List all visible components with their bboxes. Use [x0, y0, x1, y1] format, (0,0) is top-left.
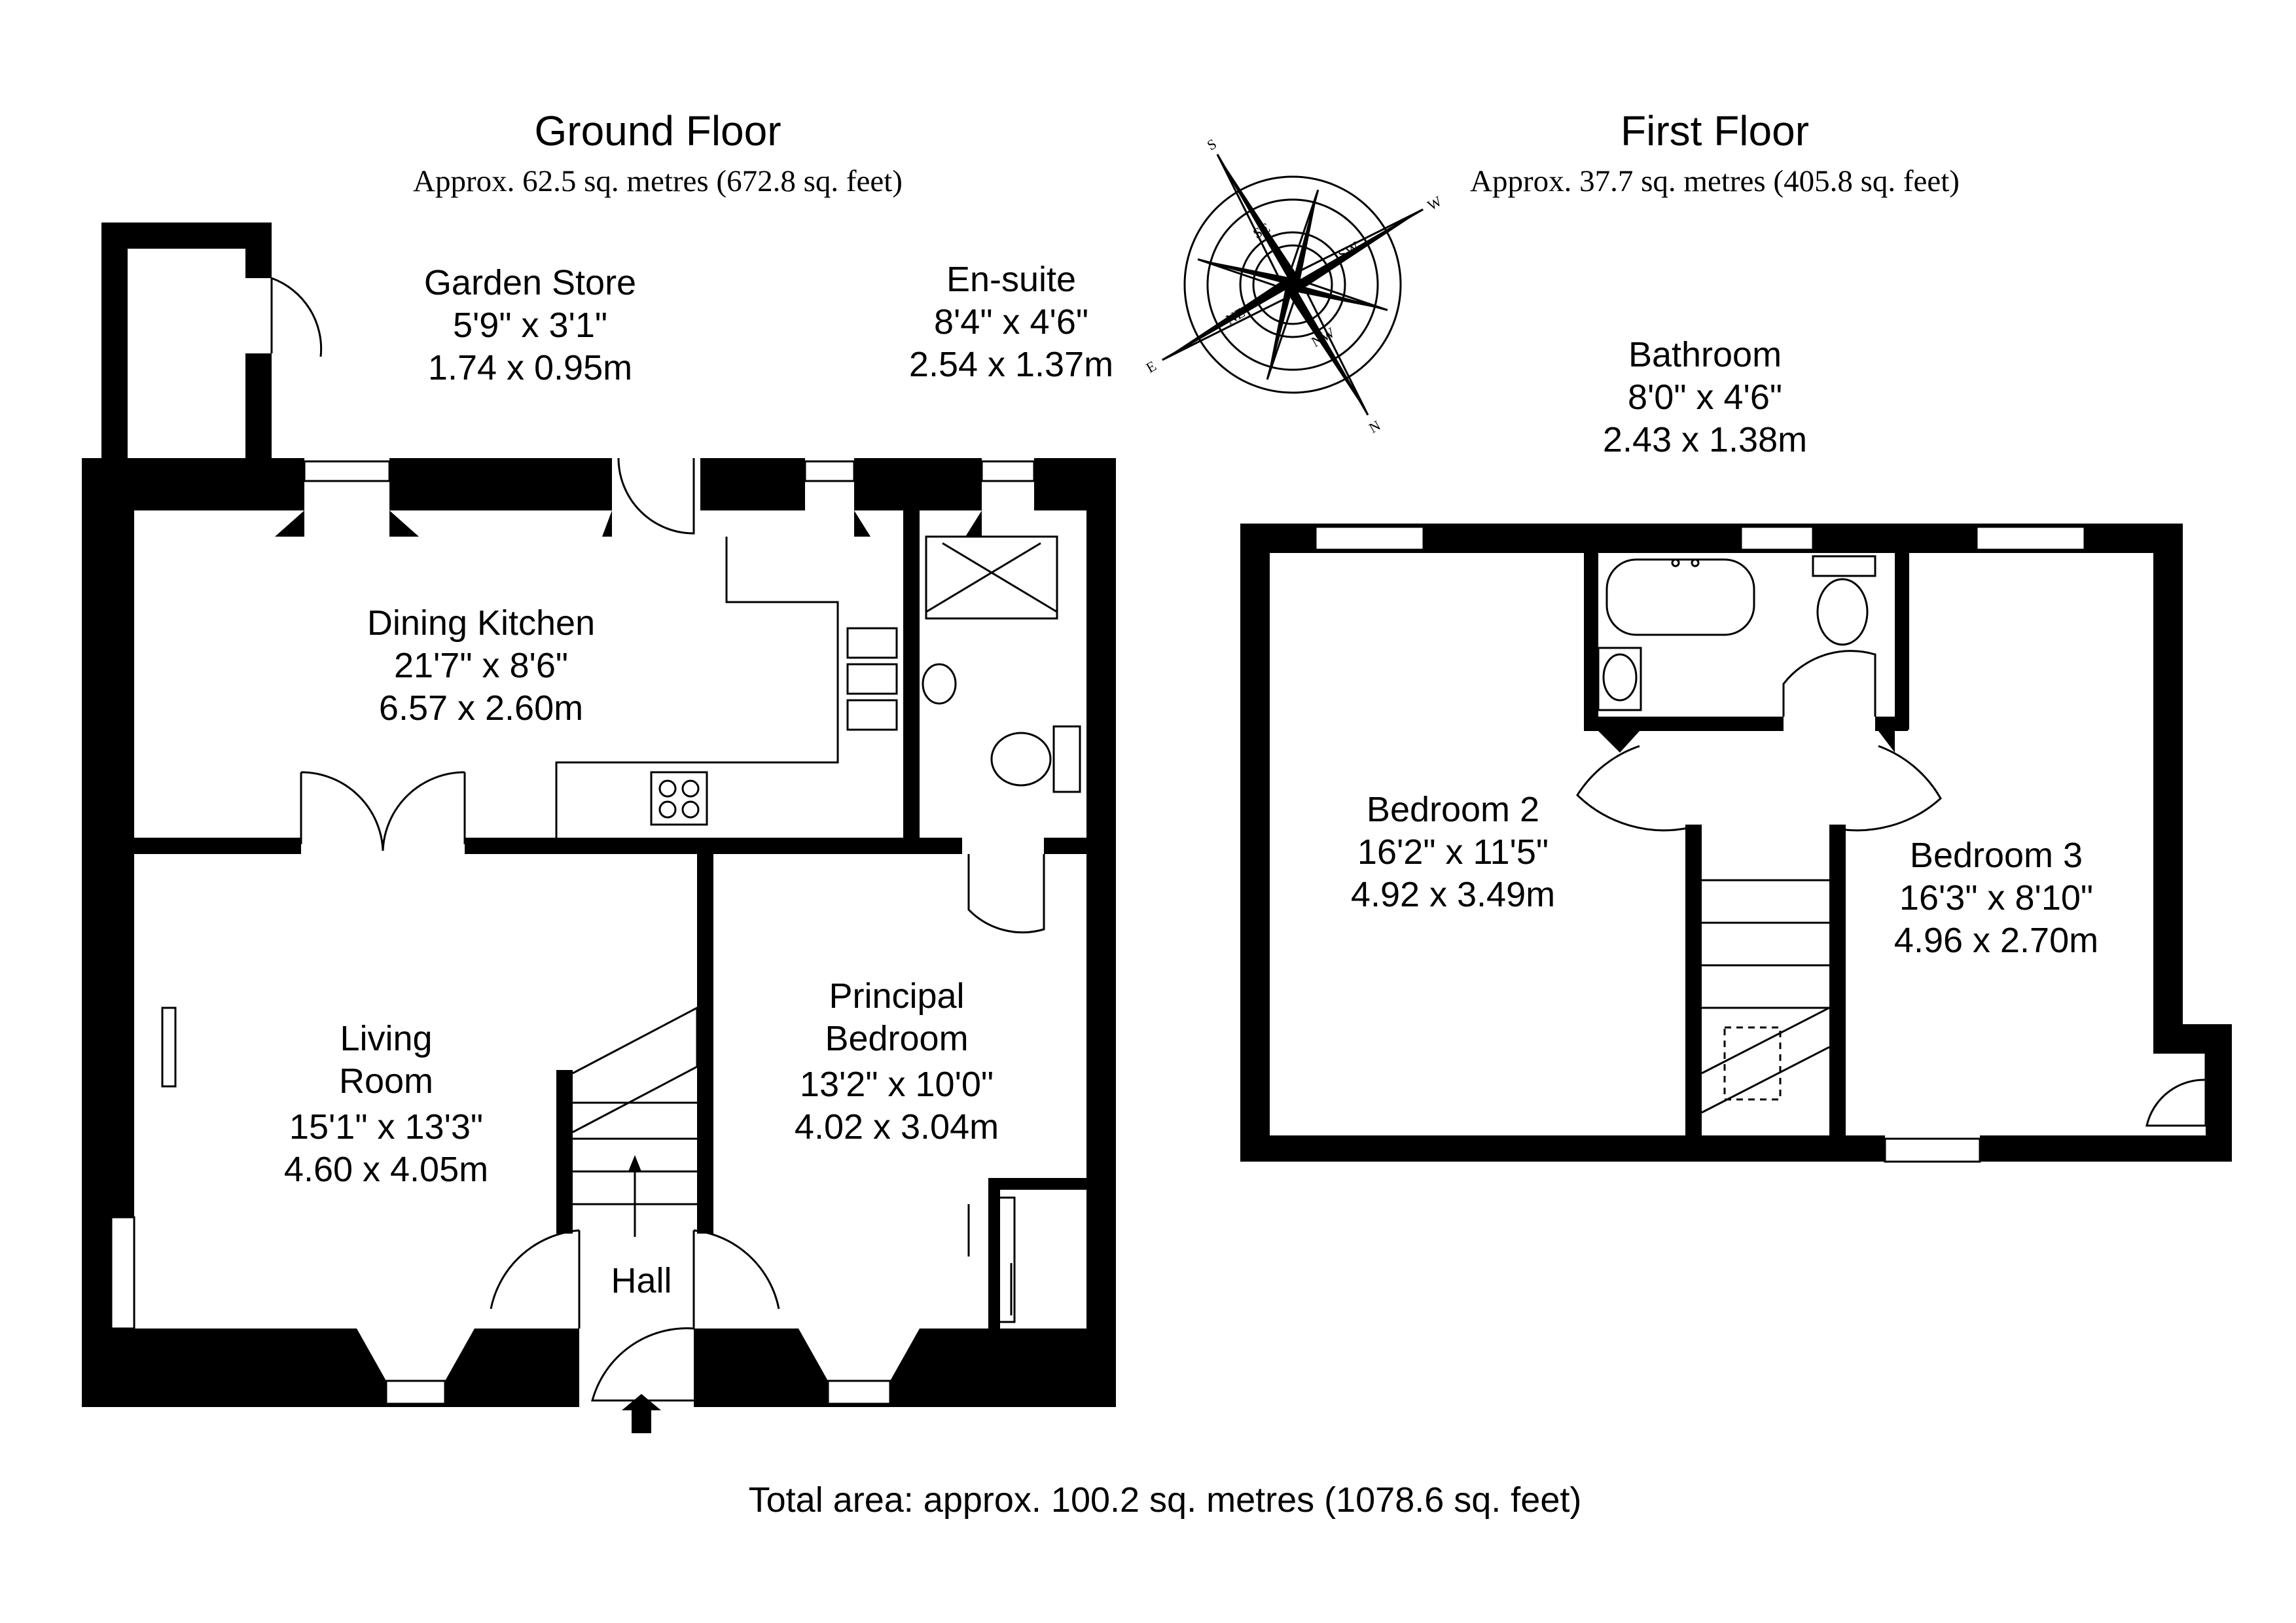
room-bedroom-2: Bedroom 2 16'2" x 11'5" 4.92 x 3.49m: [1351, 790, 1555, 914]
principal-bedroom-name-line1: Principal: [829, 976, 964, 1016]
garden-store-metric: 1.74 x 0.95m: [428, 348, 632, 387]
bedroom-3-metric: 4.96 x 2.70m: [1894, 921, 2098, 960]
garden-store-imperial: 5'9" x 3'1": [453, 306, 607, 345]
compass-rose: S W N E SE SW NW NE: [1143, 135, 1445, 437]
dining-kitchen-imperial: 21'7" x 8'6": [394, 646, 568, 685]
hall-name: Hall: [611, 1261, 672, 1300]
living-room-metric: 4.60 x 4.05m: [284, 1150, 488, 1189]
ground-floor-area: Approx. 62.5 sq. metres (672.8 sq. feet): [413, 164, 903, 198]
ground-floor-walls: [82, 223, 1116, 1407]
ensuite-imperial: 8'4" x 4'6": [934, 302, 1088, 342]
bedroom-2-name: Bedroom 2: [1367, 790, 1539, 829]
compass-east: E: [1143, 357, 1159, 376]
room-garden-store: Garden Store 5'9" x 3'1" 1.74 x 0.95m: [424, 263, 636, 387]
ensuite-name: En-suite: [946, 260, 1076, 299]
bedroom-2-imperial: 16'2" x 11'5": [1357, 832, 1549, 872]
room-dining-kitchen: Dining Kitchen 21'7" x 8'6" 6.57 x 2.60m: [367, 603, 595, 728]
ground-floor-heading: Ground Floor Approx. 62.5 sq. metres (67…: [413, 107, 903, 198]
living-room-name-line2: Room: [339, 1061, 433, 1101]
principal-bedroom-metric: 4.02 x 3.04m: [795, 1107, 999, 1147]
room-bathroom: Bathroom 8'0" x 4'6" 2.43 x 1.38m: [1603, 335, 1807, 459]
compass-south: S: [1204, 135, 1219, 154]
principal-bedroom-imperial: 13'2" x 10'0": [800, 1065, 994, 1104]
dining-kitchen-metric: 6.57 x 2.60m: [379, 688, 583, 728]
dining-kitchen-name: Dining Kitchen: [367, 603, 595, 643]
ensuite-metric: 2.54 x 1.37m: [909, 345, 1113, 384]
bedroom-3-name: Bedroom 3: [1910, 836, 2083, 875]
bathroom-name: Bathroom: [1628, 335, 1782, 374]
room-principal-bedroom: Principal Bedroom 13'2" x 10'0" 4.02 x 3…: [795, 976, 999, 1147]
ground-floor-fittings: [270, 277, 1081, 1433]
living-room-name-line1: Living: [340, 1019, 432, 1058]
room-ensuite: En-suite 8'4" x 4'6" 2.54 x 1.37m: [909, 260, 1113, 384]
first-floor-title: First Floor: [1621, 107, 1809, 154]
room-living-room: Living Room 15'1" x 13'3" 4.60 x 4.05m: [284, 1019, 488, 1189]
bathroom-imperial: 8'0" x 4'6": [1628, 378, 1782, 417]
compass-west: W: [1425, 192, 1445, 213]
garden-store-name: Garden Store: [424, 263, 636, 302]
total-area: Total area: approx. 100.2 sq. metres (10…: [749, 1480, 1582, 1520]
living-room-imperial: 15'1" x 13'3": [289, 1107, 483, 1147]
first-floor-heading: First Floor Approx. 37.7 sq. metres (405…: [1470, 107, 1960, 198]
bathroom-metric: 2.43 x 1.38m: [1603, 420, 1807, 459]
first-floor-area: Approx. 37.7 sq. metres (405.8 sq. feet): [1470, 164, 1960, 198]
room-hall: Hall: [611, 1261, 672, 1300]
bedroom-3-imperial: 16'3" x 8'10": [1899, 878, 2093, 918]
bedroom-2-metric: 4.92 x 3.49m: [1351, 875, 1555, 914]
ground-floor-title: Ground Floor: [534, 107, 781, 154]
first-floor-windows: [1314, 526, 2086, 1163]
first-floor-fittings: [1576, 555, 2207, 1127]
room-bedroom-3: Bedroom 3 16'3" x 8'10" 4.96 x 2.70m: [1894, 836, 2098, 960]
compass-north: N: [1366, 417, 1383, 437]
principal-bedroom-name-line2: Bedroom: [825, 1019, 968, 1058]
ground-floor-windows: [110, 460, 1035, 1405]
